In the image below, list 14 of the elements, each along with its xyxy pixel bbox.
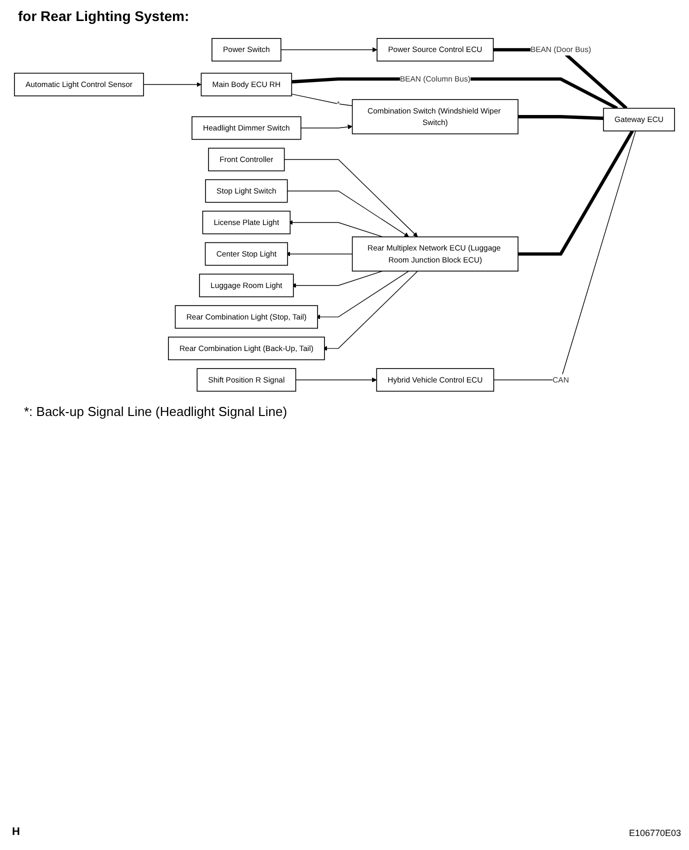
arrow <box>280 47 378 52</box>
connector <box>291 94 353 106</box>
footnote: *: Back-up Signal Line (Headlight Signal Line) <box>24 404 288 419</box>
arrow <box>300 124 353 130</box>
connector <box>518 115 604 120</box>
figure-code: E106770E03 <box>628 828 681 838</box>
arrow <box>287 190 410 238</box>
arrow <box>284 159 418 238</box>
connector <box>518 130 634 256</box>
connector <box>493 130 636 380</box>
diagram-title: for Rear Lighting System: <box>18 8 190 24</box>
arrow <box>295 377 377 382</box>
arrow <box>143 82 202 87</box>
page-mark: H <box>12 826 20 838</box>
